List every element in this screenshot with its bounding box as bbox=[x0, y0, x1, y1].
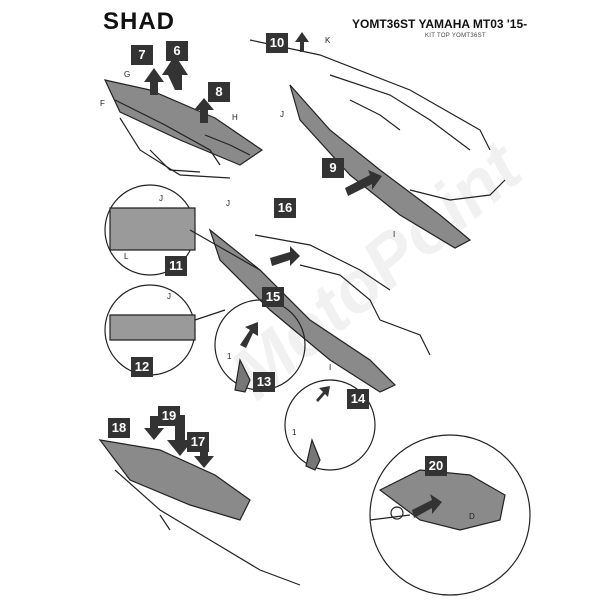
part-label: I bbox=[393, 230, 396, 239]
step-badge: 13 bbox=[253, 372, 275, 392]
step-badge: 15 bbox=[262, 287, 284, 307]
part-label: J bbox=[226, 199, 230, 208]
part-label: F bbox=[100, 99, 105, 108]
step-badge: 7 bbox=[131, 45, 153, 65]
step-badge: 12 bbox=[131, 357, 153, 377]
part-label: 1 bbox=[227, 352, 232, 361]
part-label: G bbox=[124, 70, 131, 79]
part-label: J bbox=[280, 110, 284, 119]
step-badge: 18 bbox=[108, 418, 130, 438]
page-title: YOMT36ST YAMAHA MT03 '15- bbox=[352, 17, 528, 31]
step-badge: 6 bbox=[166, 41, 188, 61]
step-badge: 17 bbox=[187, 432, 209, 452]
part-label: D bbox=[469, 512, 475, 521]
step-badge: 11 bbox=[165, 256, 187, 276]
part-label: J bbox=[167, 292, 171, 301]
part-label: L bbox=[124, 252, 129, 261]
step-badge: 16 bbox=[274, 198, 296, 218]
step-badge: 10 bbox=[266, 33, 288, 53]
part-label: K bbox=[325, 36, 331, 45]
step-badge: 9 bbox=[322, 158, 344, 178]
step-badge: 20 bbox=[425, 456, 447, 476]
part-label: J bbox=[159, 194, 163, 203]
step-badge: 8 bbox=[208, 82, 230, 102]
brand-logo: SHAD bbox=[103, 8, 176, 35]
part-label: H bbox=[232, 113, 238, 122]
step-badge: 14 bbox=[347, 389, 369, 409]
page-subtitle: KIT TOP YOMT36ST bbox=[425, 33, 486, 39]
step-badge: 19 bbox=[158, 406, 180, 426]
part-label: I bbox=[329, 363, 332, 372]
part-label: 1 bbox=[292, 428, 297, 437]
